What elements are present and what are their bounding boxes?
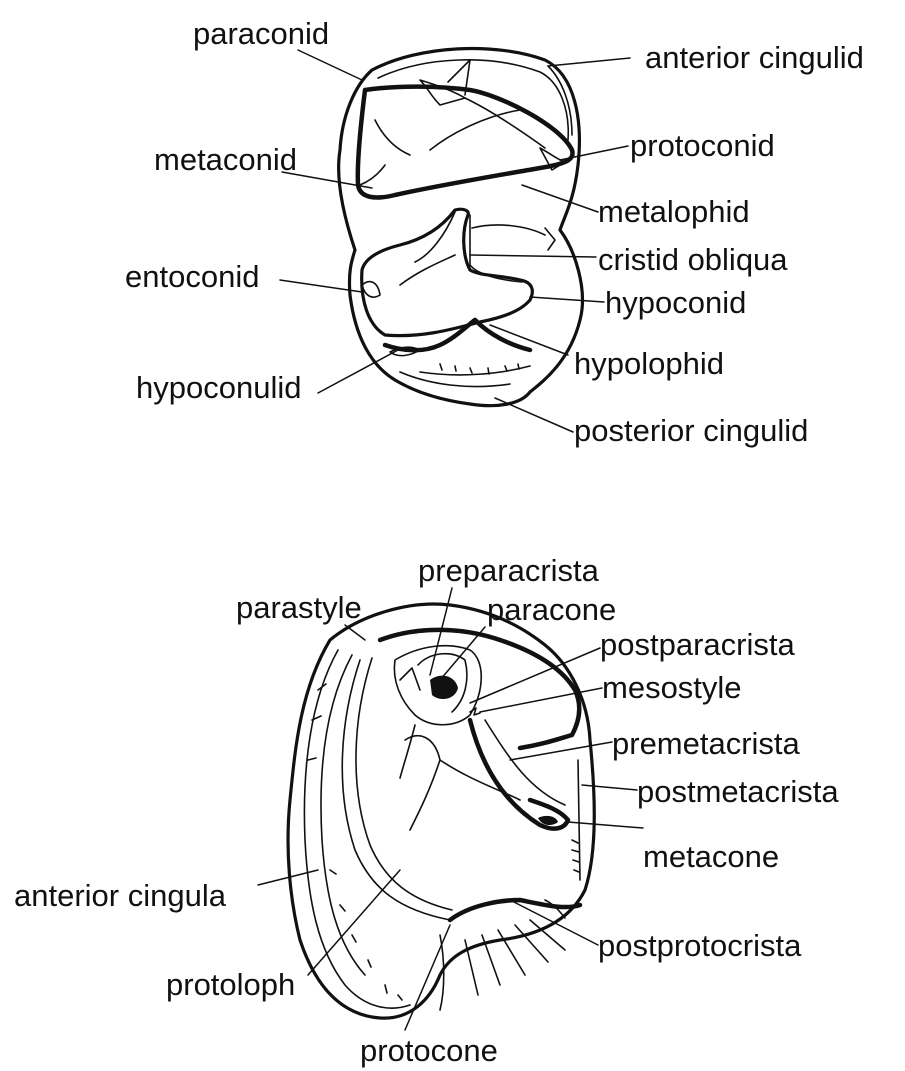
label-metacone: metacone [643, 839, 779, 874]
lower-molar-drawing [339, 49, 583, 406]
protoloph-ridge [342, 660, 450, 920]
label-protocone: protocone [360, 1033, 498, 1068]
label-anterior-cingulid: anterior cingulid [645, 40, 864, 75]
label-paracone: paracone [487, 592, 616, 627]
label-hypoconulid: hypoconulid [136, 370, 301, 405]
label-metaconid: metaconid [154, 142, 297, 177]
label-metalophid: metalophid [598, 194, 750, 229]
label-hypoconid: hypoconid [605, 285, 746, 320]
label-preparacrista: preparacrista [418, 553, 600, 588]
label-posterior-cingulid: posterior cingulid [574, 413, 808, 448]
label-protoloph: protoloph [166, 967, 295, 1002]
label-protoconid: protoconid [630, 128, 775, 163]
label-cristid-obliqua: cristid obliqua [598, 242, 788, 277]
upper-molar-outline [288, 604, 594, 1018]
label-anterior-cingula: anterior cingula [14, 878, 227, 913]
label-premetacrista: premetacrista [612, 726, 801, 761]
label-postmetacrista: postmetacrista [637, 774, 839, 809]
paracone-cusp [430, 676, 458, 699]
label-paraconid: paraconid [193, 16, 329, 51]
label-postprotocrista: postprotocrista [598, 928, 802, 963]
lower-molar-labels: paraconid anterior cingulid metaconid pr… [125, 16, 864, 448]
anterior-cingulid-band [378, 60, 568, 140]
lower-molar-outline [339, 49, 583, 406]
label-mesostyle: mesostyle [602, 670, 742, 705]
anterior-cingula-band [304, 650, 410, 1008]
label-entoconid: entoconid [125, 259, 259, 294]
label-parastyle: parastyle [236, 590, 362, 625]
label-hypolophid: hypolophid [574, 346, 724, 381]
upper-molar-drawing [288, 604, 594, 1018]
label-postparacrista: postparacrista [600, 627, 795, 662]
